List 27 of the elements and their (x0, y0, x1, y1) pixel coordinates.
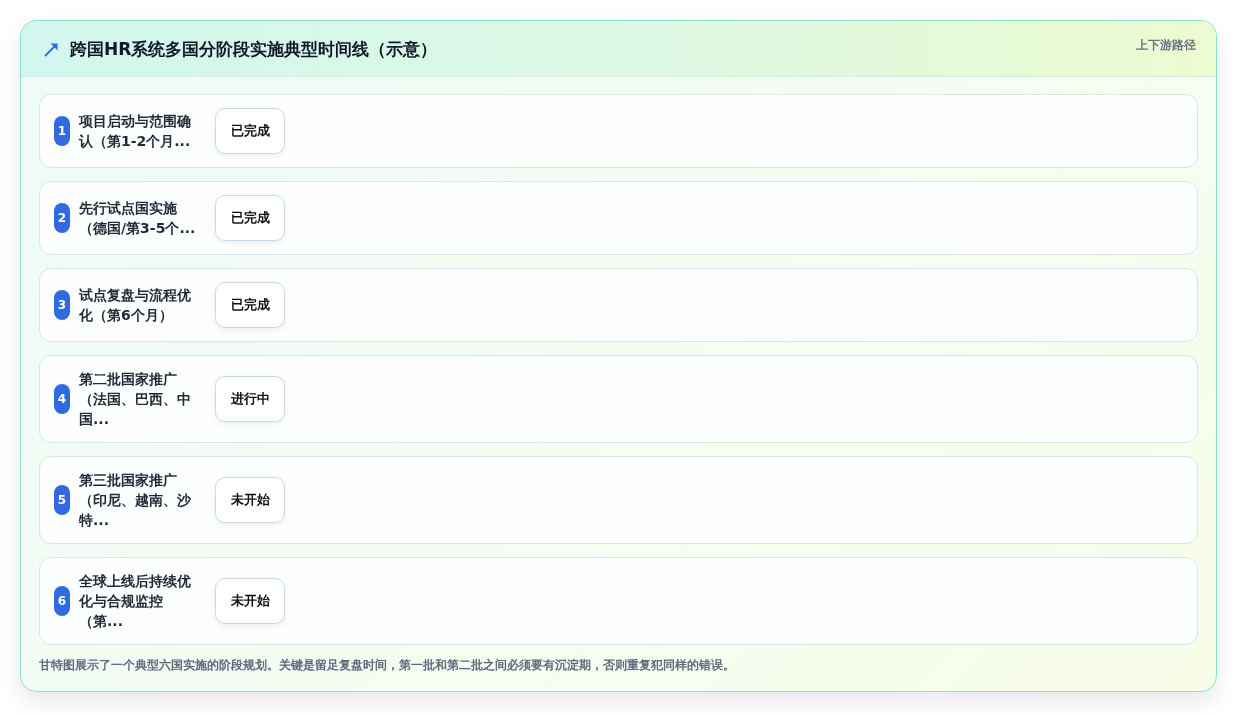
phase-label: 全球上线后持续优化与合规监控（第... (79, 572, 192, 631)
step-number-badge: 1 (54, 116, 70, 146)
step-number-badge: 2 (54, 203, 70, 233)
step-number-badge: 3 (54, 290, 70, 320)
caption: 甘特图展示了一个典型六国实施的阶段规划。关键是留足复盘时间，第一批和第二批之间必须要有沉淀期，否则重复犯同样的错误。 (39, 657, 735, 673)
phase-row (39, 268, 1198, 342)
status-pill: 进行中 (215, 376, 285, 422)
status-pill: 已完成 (215, 108, 285, 154)
step-number-badge: 6 (54, 586, 70, 616)
status-pill: 未开始 (215, 578, 285, 624)
step-number-badge: 5 (54, 485, 70, 515)
title: 跨国HR系统多国分阶段实施典型时间线（示意） (70, 38, 438, 60)
phase-label: 第二批国家推广（法国、巴西、中国... (79, 370, 192, 429)
phase-row (39, 355, 1198, 443)
status-pill: 已完成 (215, 195, 285, 241)
phase-row (39, 456, 1198, 544)
phase-label: 项目启动与范围确认（第1-2个月... (79, 112, 192, 151)
phase-label: 第三批国家推广（印尼、越南、沙特... (79, 471, 192, 530)
status-pill: 未开始 (215, 477, 285, 523)
phase-row (39, 557, 1198, 645)
phase-label: 先行试点国实施（德国/第3-5个... (79, 199, 197, 238)
header-note: 上下游路径 (1136, 37, 1196, 53)
status-pill: 已完成 (215, 282, 285, 328)
phase-label: 试点复盘与流程优化（第6个月） (79, 286, 192, 325)
phase-row (39, 94, 1198, 168)
step-number-badge: 4 (54, 384, 70, 414)
phase-row (39, 181, 1198, 255)
